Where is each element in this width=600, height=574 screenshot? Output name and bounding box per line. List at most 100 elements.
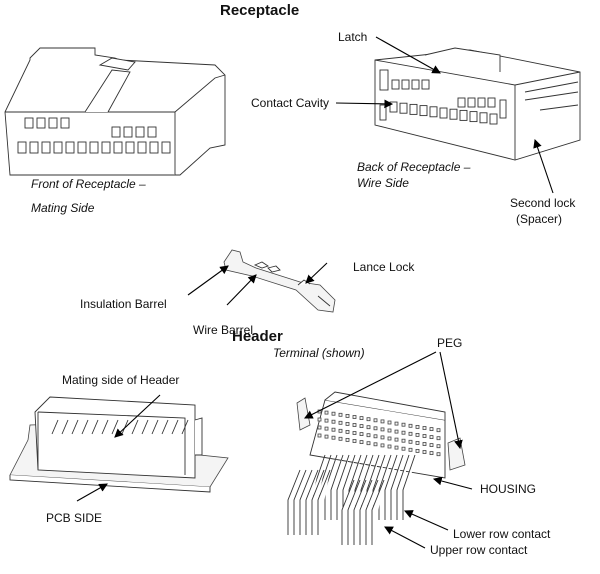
detail	[331, 427, 336, 432]
detail	[429, 106, 438, 118]
detail	[391, 79, 400, 90]
detail	[373, 442, 378, 447]
detail	[61, 419, 69, 435]
detail	[181, 419, 189, 435]
detail	[48, 117, 58, 129]
detail	[151, 419, 159, 435]
detail	[378, 454, 392, 520]
detail	[53, 141, 63, 154]
detail	[345, 437, 350, 442]
header-title: Header	[232, 328, 283, 345]
housing-label: HOUSING	[480, 482, 537, 496]
detail	[429, 451, 434, 456]
detail	[338, 428, 343, 433]
detail	[415, 448, 420, 453]
contact-cavity-arrow	[335, 99, 394, 109]
detail	[422, 426, 427, 430]
detail	[71, 419, 79, 435]
insulation-barrel-arrow	[187, 265, 229, 296]
detail	[429, 427, 434, 432]
detail	[161, 419, 169, 435]
detail	[387, 420, 392, 425]
detail	[380, 419, 385, 424]
detail	[487, 97, 496, 108]
detail	[330, 454, 344, 520]
detail	[338, 412, 343, 417]
detail	[81, 419, 89, 435]
latch-label: Latch	[338, 30, 368, 44]
detail	[366, 433, 371, 438]
wire-barrel-arrow	[226, 274, 257, 306]
detail	[51, 419, 59, 435]
detail	[345, 429, 350, 434]
detail	[336, 454, 350, 520]
detail	[415, 440, 420, 445]
peg-arrow-left	[304, 351, 437, 419]
receptacle-title: Receptacle	[220, 2, 300, 19]
detail	[469, 111, 478, 123]
mating-side-label: Mating Side	[31, 201, 95, 215]
lower-row-arrow	[403, 510, 449, 531]
detail	[401, 430, 406, 435]
detail	[459, 109, 468, 121]
upper-row-arrow	[384, 526, 426, 549]
pcb-side-label: PCB SIDE	[46, 511, 103, 525]
detail	[359, 424, 364, 429]
detail	[380, 435, 385, 440]
detail	[467, 97, 476, 108]
detail	[359, 432, 364, 437]
mating-side-arrow	[114, 394, 161, 438]
detail	[396, 454, 410, 520]
detail	[331, 411, 336, 416]
detail	[401, 79, 410, 90]
detail	[411, 79, 420, 90]
detail	[366, 425, 371, 430]
lance-lock-arrow	[305, 262, 328, 284]
detail	[366, 417, 371, 422]
terminal-drawing	[223, 249, 336, 313]
peg-label: PEG	[437, 336, 463, 350]
detail	[324, 418, 329, 423]
spacer-label: (Spacer)	[516, 212, 563, 226]
mating-side-header-label: Mating side of Header	[62, 373, 180, 387]
lower-row-contact-label: Lower row contact	[453, 527, 551, 541]
detail	[422, 442, 427, 446]
detail	[149, 141, 159, 154]
detail	[111, 126, 121, 138]
detail	[373, 418, 378, 423]
detail	[101, 141, 111, 154]
detail	[436, 444, 441, 449]
detail	[352, 423, 357, 427]
wire-side-label: Wire Side	[357, 176, 409, 190]
detail	[41, 141, 51, 154]
detail	[352, 439, 357, 443]
detail	[477, 97, 486, 108]
insulation-barrel-label: Insulation Barrel	[80, 297, 167, 311]
detail	[317, 417, 322, 422]
detail	[421, 79, 430, 90]
detail	[436, 452, 441, 457]
detail	[436, 436, 441, 441]
detail	[387, 428, 392, 433]
front-receptacle-label: Front of Receptacle –	[31, 177, 146, 191]
detail	[29, 141, 39, 154]
housing-arrow	[432, 476, 473, 490]
detail	[338, 420, 343, 425]
contact-cavity-label: Contact Cavity	[251, 96, 330, 110]
detail	[419, 105, 428, 117]
detail	[359, 440, 364, 445]
detail	[387, 436, 392, 441]
detail	[131, 419, 139, 435]
detail	[401, 422, 406, 427]
detail	[394, 445, 399, 450]
detail	[17, 141, 27, 154]
detail	[394, 429, 399, 434]
detail	[449, 108, 458, 120]
detail	[415, 432, 420, 437]
detail	[331, 435, 336, 440]
front-receptacle-drawing	[4, 47, 226, 176]
detail	[101, 419, 109, 435]
detail	[373, 426, 378, 431]
detail	[24, 117, 34, 129]
